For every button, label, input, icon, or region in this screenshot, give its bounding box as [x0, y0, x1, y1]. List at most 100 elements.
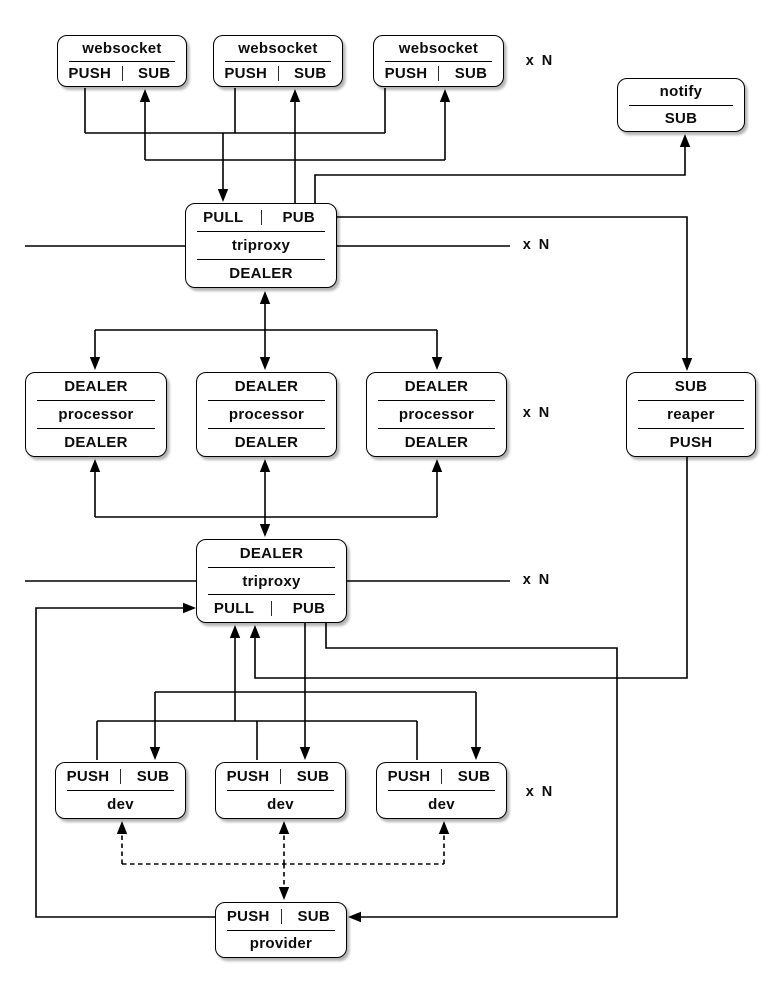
node-processor-2-row-0: DEALER	[197, 373, 336, 400]
arrowhead-into-dev2-bottom-dash	[278, 821, 290, 834]
node-label: processor	[398, 406, 475, 423]
node-label: SUB	[137, 65, 171, 83]
node-label: dev	[267, 796, 294, 813]
node-processor-2-row-1: processor	[197, 401, 336, 428]
socket-divider-bar	[277, 66, 279, 82]
node-row-divider	[37, 428, 155, 429]
node-label: PUSH	[384, 65, 428, 83]
node-label: DEALER	[404, 378, 469, 395]
repeat-label-xn: x N	[525, 53, 555, 69]
repeat-label-xn: x N	[522, 572, 552, 588]
arrowhead-into-dev1-sub	[149, 747, 161, 760]
arrowhead-into-processor-2-bottom	[259, 459, 271, 472]
node-provider-row-1: provider	[216, 931, 346, 958]
node-label: PUSH	[669, 434, 713, 451]
node-label: DEALER	[64, 434, 128, 451]
arrowhead-into-ws3-sub	[439, 89, 451, 102]
node-row-divider	[225, 60, 331, 62]
node-websocket-2-row-0: websocket	[214, 36, 342, 61]
arrowhead-into-ws2-sub	[289, 89, 301, 102]
node-label: PUSH	[68, 65, 112, 83]
node-label: websocket	[398, 39, 479, 57]
socket-divider-bar	[280, 908, 282, 924]
node-websocket-3-row-0: websocket	[374, 36, 503, 61]
arrowhead-into-dev3-bottom-dash	[438, 821, 450, 834]
socket-divider-bar	[120, 769, 121, 784]
node-label: SUB	[674, 378, 708, 395]
node-label: PUB	[292, 600, 326, 618]
node-row-divider	[227, 790, 334, 791]
node-processor-2-row-2: DEALER	[197, 429, 336, 456]
repeat-label-xn: x N	[525, 784, 555, 800]
node-row-divider	[388, 790, 495, 791]
arrowhead-into-processor-1-bottom	[89, 459, 101, 472]
arrowhead-into-notify-sub	[679, 134, 691, 147]
node-triproxy-app-row-2: DEALER	[186, 260, 336, 287]
node-label: DEALER	[234, 378, 299, 395]
node-row-divider	[208, 566, 335, 568]
node-processor-3-row-0: DEALER	[367, 373, 506, 400]
arrowhead-into-ws1-sub	[139, 89, 151, 102]
arrowhead-into-triproxy-app-dealer	[259, 291, 271, 304]
node-dev-2-row-1: dev	[216, 791, 345, 818]
node-reaper-row-2: PUSH	[627, 429, 755, 456]
edge-pub-to-notify	[314, 146, 686, 203]
node-row-divider	[197, 259, 325, 260]
node-label: PUB	[282, 209, 316, 226]
node-label: SUB	[457, 768, 491, 785]
arrowhead-into-processor-2-top	[259, 357, 271, 370]
node-notify-row-1: SUB	[618, 106, 744, 132]
arrowhead-into-provider-top-dash	[278, 887, 290, 900]
node-label: PUSH	[226, 907, 270, 925]
node-label: provider	[249, 935, 313, 953]
node-notify-row-0: notify	[618, 79, 744, 105]
node-label: dev	[428, 796, 455, 813]
edge-pub-to-reaper	[337, 216, 688, 359]
node-label: SUB	[293, 65, 327, 83]
node-label: PUSH	[387, 768, 431, 785]
arrowhead-into-processor-1-top	[89, 357, 101, 370]
node-label: processor	[228, 406, 305, 423]
node-label: SUB	[296, 768, 330, 785]
node-processor-1-row-1: processor	[26, 401, 166, 428]
node-row-divider	[227, 929, 335, 931]
node-websocket-1-row-0: websocket	[58, 36, 186, 61]
node-label: DEALER	[229, 265, 293, 282]
node-label: DEALER	[239, 544, 304, 562]
socket-divider-bar	[271, 601, 272, 617]
node-processor-1-row-2: DEALER	[26, 429, 166, 456]
node-row-divider	[67, 790, 174, 791]
socket-divider-bar	[441, 769, 442, 784]
arrowhead-into-reaper-sub	[681, 358, 693, 371]
node-label: PULL	[203, 209, 244, 226]
node-dev-3-row-0: PUSH SUB	[377, 763, 506, 790]
node-label: processor	[58, 406, 134, 423]
node-label: PUSH	[226, 768, 270, 785]
node-row-divider	[629, 104, 733, 106]
node-label: DEALER	[404, 434, 469, 451]
node-label: dev	[107, 796, 134, 813]
arrowhead-into-processor-3-bottom	[431, 459, 443, 472]
node-row-divider	[37, 400, 155, 401]
node-label: SUB	[664, 109, 698, 127]
node-label: triproxy	[242, 572, 301, 590]
node-reaper-row-1: reaper	[627, 401, 755, 428]
node-row-divider	[208, 428, 325, 429]
arrowhead-into-dev2-sub	[299, 747, 311, 760]
node-label: websocket	[82, 39, 162, 57]
node-label: notify	[659, 83, 703, 101]
